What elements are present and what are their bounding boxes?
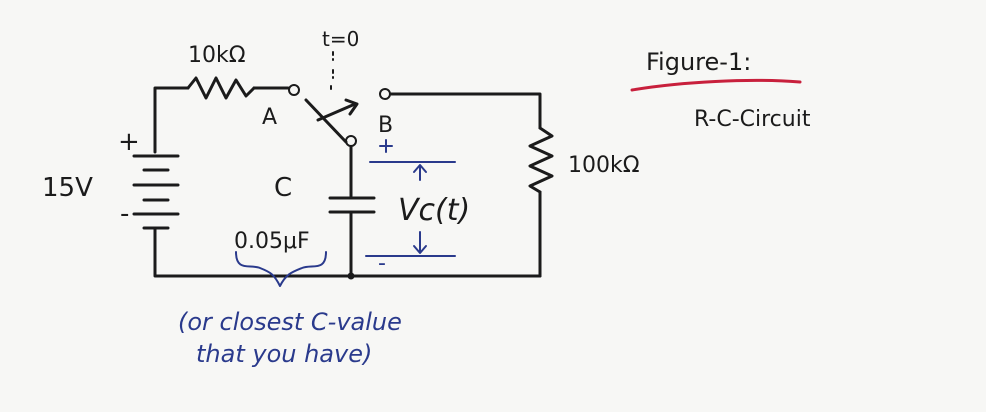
resistor-10k (186, 76, 256, 100)
wire-top-right (389, 92, 542, 130)
terminal-a-node (288, 84, 300, 96)
wire-left-top (153, 86, 190, 154)
bottom-junction (347, 272, 355, 280)
resistor-100k (528, 126, 554, 194)
vc-minus-label: - (378, 251, 386, 276)
vc-arrow-up (413, 164, 427, 181)
terminal-b-label: B (378, 113, 393, 138)
resistor-100k-label: 100kΩ (568, 153, 640, 178)
capacitor-letter-label: C (274, 173, 292, 203)
terminal-a-label: A (262, 105, 277, 130)
source-plus-label: + (118, 127, 140, 157)
vc-arrow-down (413, 231, 427, 254)
note-line-1: (or closest C-value (178, 308, 402, 336)
note-line-2: that you have) (196, 340, 372, 368)
vc-plus-mark (379, 139, 393, 153)
vc-label: Vc(t) (398, 193, 470, 228)
capacitor-value-label: 0.05μF (234, 229, 310, 254)
switch-pivot-node (345, 135, 357, 147)
switch-arrow (344, 98, 359, 116)
switch-time-label: t=0 (322, 27, 359, 51)
switch-blade (304, 98, 348, 144)
switch-arm (316, 102, 357, 122)
resistor-10k-label: 10kΩ (188, 43, 246, 68)
figure-subtitle: R-C-Circuit (694, 107, 811, 132)
terminal-b-node (379, 88, 391, 100)
figure-title: Figure-1: (646, 48, 751, 76)
source-voltage-label: 15V (42, 173, 93, 203)
cap-value-brace (235, 251, 327, 287)
switch-time-marker (330, 51, 334, 93)
source-minus-label: - (120, 199, 129, 229)
wire-bottom (153, 226, 542, 278)
title-underline (630, 78, 802, 92)
